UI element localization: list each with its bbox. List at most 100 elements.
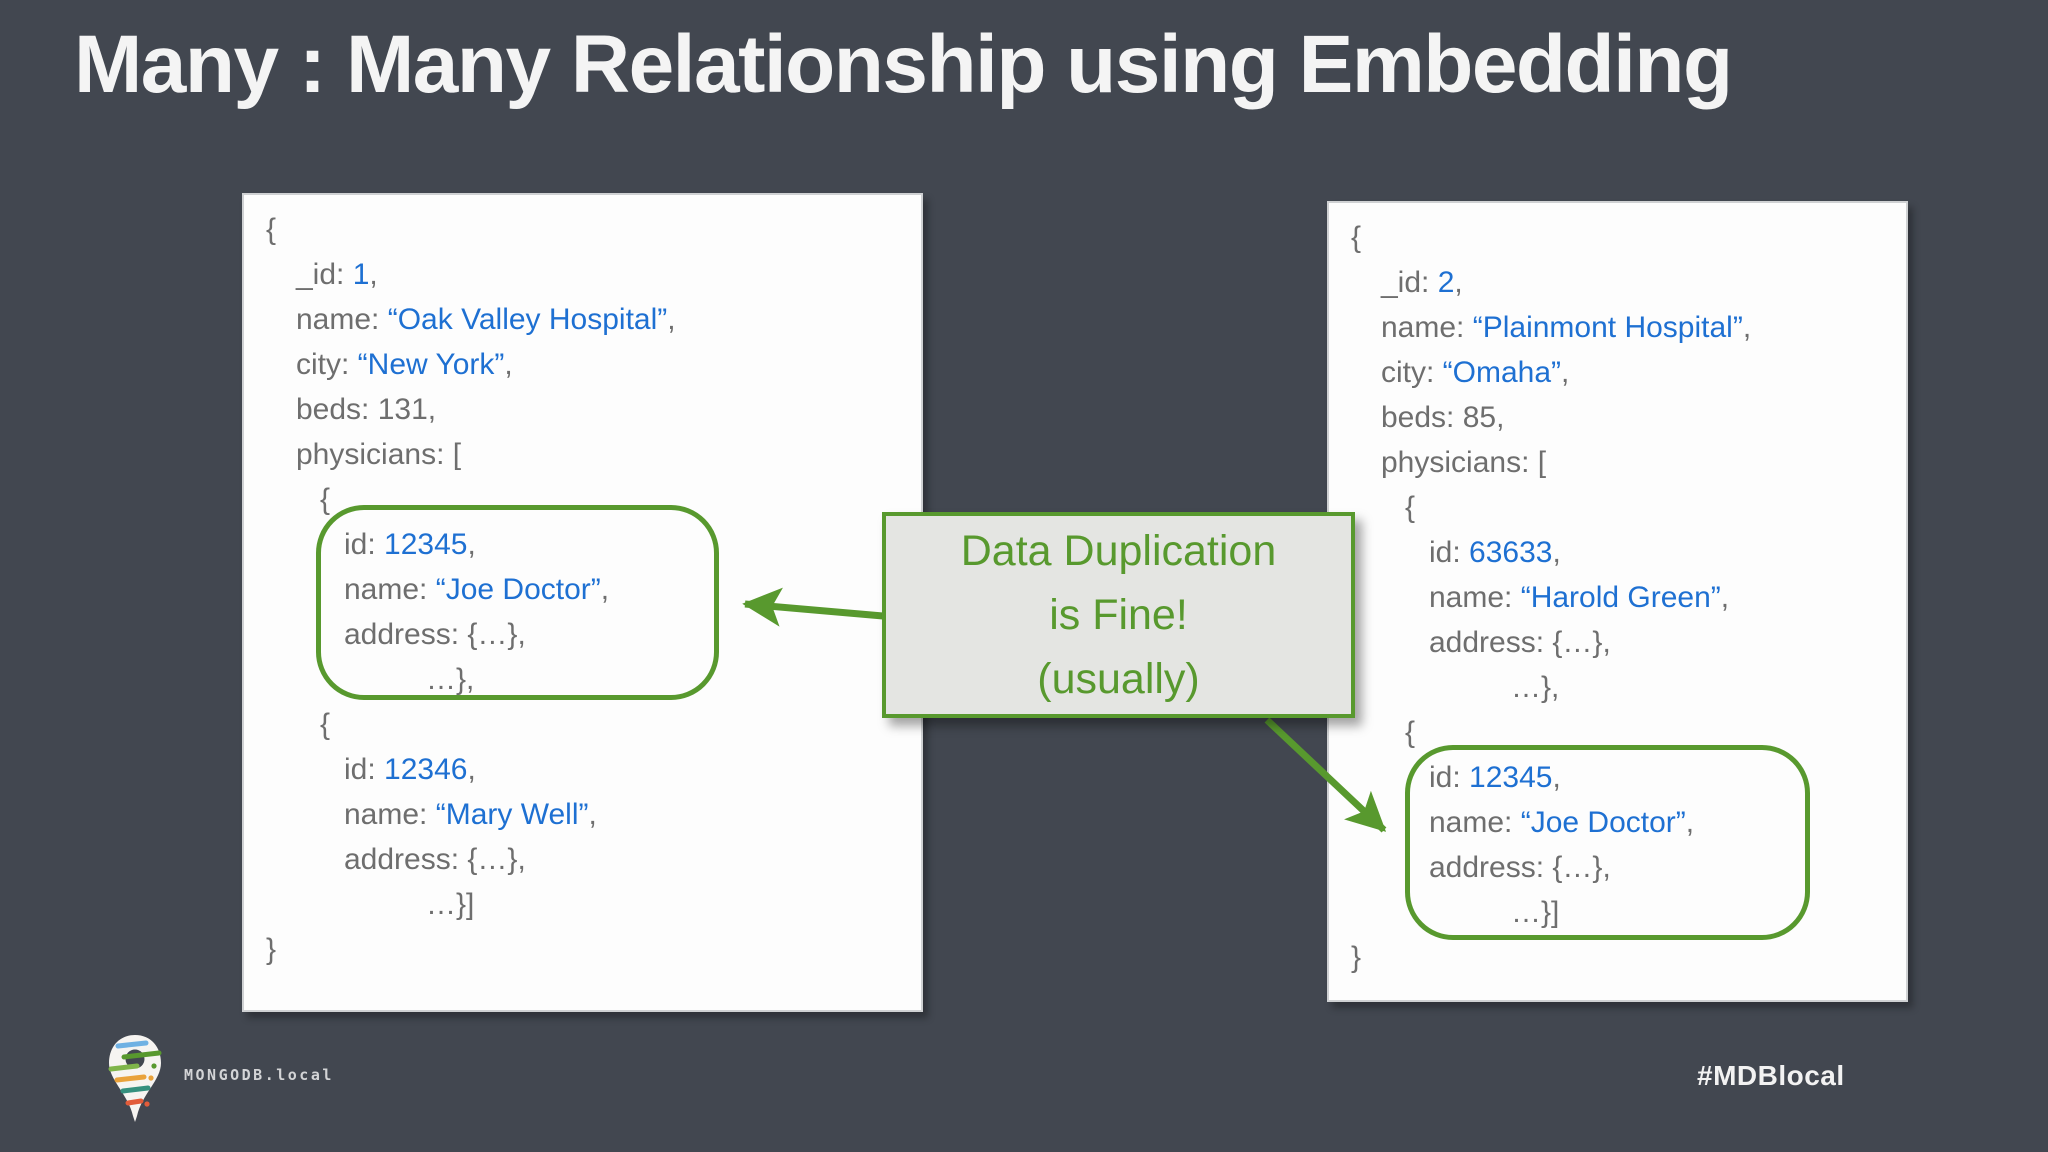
logo-text: MONGODB.local — [184, 1066, 334, 1084]
json-value: 12346 — [384, 753, 468, 786]
code-line: name: “Oak Valley Hospital”, — [244, 297, 921, 342]
callout-line-3: (usually) — [1037, 655, 1200, 703]
json-key: { — [1405, 491, 1416, 524]
code-line: { — [1329, 710, 1906, 755]
json-document-right: {_id: 2,name: “Plainmont Hospital”,city:… — [1329, 215, 1906, 980]
json-value: 12345 — [1469, 761, 1553, 794]
json-key: , — [1720, 581, 1730, 614]
json-key: name: — [344, 573, 436, 606]
json-key: , — [588, 798, 597, 831]
code-line: { — [244, 477, 921, 522]
code-line: { — [1329, 485, 1906, 530]
code-line: _id: 2, — [1329, 260, 1906, 305]
json-key: id: — [1429, 536, 1470, 569]
code-line: …}, — [1329, 665, 1906, 710]
code-line: id: 12345, — [1329, 755, 1906, 800]
json-key: { — [320, 483, 331, 516]
json-key: …}] — [426, 888, 475, 921]
code-line: city: “New York”, — [244, 342, 921, 387]
json-value: “Harold Green” — [1520, 581, 1721, 614]
code-line: { — [1329, 215, 1906, 260]
code-line: } — [1329, 935, 1906, 980]
json-value: 2 — [1437, 266, 1455, 299]
json-value: “Omaha” — [1442, 356, 1562, 389]
code-line: name: “Plainmont Hospital”, — [1329, 305, 1906, 350]
json-key: city: — [296, 348, 358, 381]
json-value: “Joe Doctor” — [435, 573, 601, 606]
json-key: , — [467, 528, 476, 561]
json-value: “Plainmont Hospital” — [1472, 311, 1743, 344]
code-line: address: {…}, — [244, 612, 921, 657]
callout-line-2: is Fine! — [1049, 591, 1188, 639]
code-line: beds: 85, — [1329, 395, 1906, 440]
json-key: , — [1685, 806, 1695, 839]
json-key: , — [1552, 536, 1561, 569]
json-key: name: — [1381, 311, 1473, 344]
code-line: beds: 131, — [244, 387, 921, 432]
code-line: { — [244, 702, 921, 747]
json-key: , — [369, 258, 378, 291]
json-key: , — [1552, 761, 1561, 794]
json-key: , — [1561, 356, 1570, 389]
code-line: physicians: [ — [1329, 440, 1906, 485]
slide-title: Many : Many Relationship using Embedding — [74, 19, 1733, 110]
json-key: id: — [1429, 761, 1470, 794]
json-key: , — [1454, 266, 1463, 299]
json-key: , — [1742, 311, 1752, 344]
json-key: } — [1351, 941, 1362, 974]
code-line: } — [244, 927, 921, 972]
json-key: address: {…}, — [1429, 626, 1611, 659]
json-value: “Joe Doctor” — [1520, 806, 1686, 839]
callout-line-1: Data Duplication — [960, 527, 1277, 575]
json-key: …}, — [1511, 671, 1560, 704]
code-line: address: {…}, — [1329, 845, 1906, 890]
json-key: beds: 131, — [296, 393, 437, 426]
document-card-left: {_id: 1,name: “Oak Valley Hospital”,city… — [242, 193, 923, 1012]
json-key: id: — [344, 528, 385, 561]
code-line: …}] — [244, 882, 921, 927]
code-line: id: 63633, — [1329, 530, 1906, 575]
json-key: , — [667, 303, 676, 336]
json-key: id: — [344, 753, 385, 786]
json-key: { — [1351, 221, 1362, 254]
code-line: address: {…}, — [1329, 620, 1906, 665]
code-line: …}, — [244, 657, 921, 702]
json-document-left: {_id: 1,name: “Oak Valley Hospital”,city… — [244, 207, 921, 972]
document-card-right: {_id: 2,name: “Plainmont Hospital”,city:… — [1327, 201, 1908, 1002]
hashtag: #MDBlocal — [1697, 1060, 1845, 1091]
json-key: …}] — [1511, 896, 1560, 929]
code-line: id: 12345, — [244, 522, 921, 567]
json-key: address: {…}, — [344, 618, 526, 651]
json-key: physicians: [ — [296, 438, 462, 471]
json-key: name: — [296, 303, 388, 336]
json-key: address: {…}, — [1429, 851, 1611, 884]
json-key: address: {…}, — [344, 843, 526, 876]
json-value: 12345 — [384, 528, 468, 561]
code-line: physicians: [ — [244, 432, 921, 477]
code-line: city: “Omaha”, — [1329, 350, 1906, 395]
code-line: { — [244, 207, 921, 252]
json-key: …}, — [426, 663, 475, 696]
json-key: { — [320, 708, 331, 741]
code-line: name: “Joe Doctor”, — [1329, 800, 1906, 845]
json-key: , — [467, 753, 476, 786]
json-key: , — [504, 348, 513, 381]
code-line: name: “Joe Doctor”, — [244, 567, 921, 612]
json-value: 1 — [352, 258, 370, 291]
json-key: { — [266, 213, 277, 246]
json-key: name: — [344, 798, 436, 831]
json-value: 63633 — [1469, 536, 1553, 569]
code-line: _id: 1, — [244, 252, 921, 297]
json-key: city: — [1381, 356, 1443, 389]
json-key: physicians: [ — [1381, 446, 1547, 479]
code-line: name: “Harold Green”, — [1329, 575, 1906, 620]
code-line: name: “Mary Well”, — [244, 792, 921, 837]
json-key: _id: — [296, 258, 353, 291]
json-key: _id: — [1381, 266, 1438, 299]
json-key: beds: 85, — [1381, 401, 1505, 434]
json-value: “Oak Valley Hospital” — [387, 303, 668, 336]
json-key: { — [1405, 716, 1416, 749]
json-value: “Mary Well” — [435, 798, 589, 831]
mongodb-local-logo-icon — [108, 1035, 162, 1122]
